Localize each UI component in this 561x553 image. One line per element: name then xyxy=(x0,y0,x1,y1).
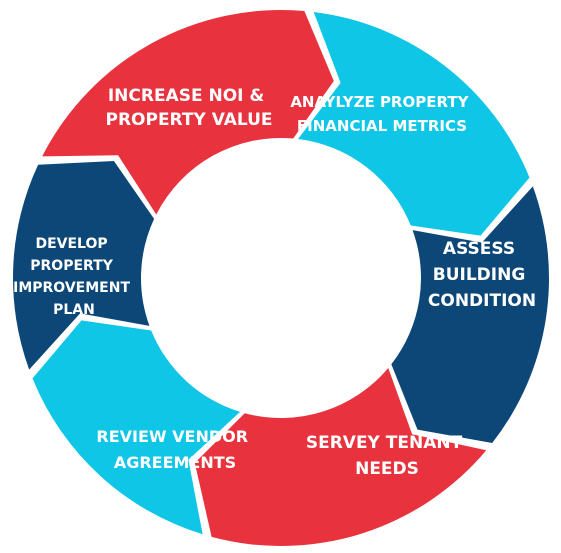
segment-arrow-review-vendor xyxy=(32,320,241,535)
label-line: INCREASE NOI & xyxy=(108,86,265,106)
segment-label-assess-building: ASSESS BUILDING CONDITION xyxy=(428,239,536,311)
segment-label-review-vendor: REVIEW VENDOR AGREEMENTS xyxy=(96,427,253,472)
segment-arrow-assess-building xyxy=(391,186,549,443)
label-line: SERVEY TENANT xyxy=(306,433,463,453)
label-line: IMPROVEMENT xyxy=(13,280,130,296)
segment-arrow-increase-noi xyxy=(42,9,334,215)
label-line: NEEDS xyxy=(355,459,419,479)
label-line: ANAYLYZE PROPERTY xyxy=(290,93,469,111)
label-line: PROPERTY VALUE xyxy=(105,110,272,130)
label-line: FINANCIAL METRICS xyxy=(297,117,467,135)
label-line: PROPERTY xyxy=(30,258,113,274)
label-line: REVIEW VENDOR xyxy=(96,427,248,446)
label-line: AGREEMENTS xyxy=(114,453,236,472)
segment-arrow-survey-tenant xyxy=(194,367,487,546)
label-line: ASSESS xyxy=(443,239,515,259)
label-line: PLAN xyxy=(53,302,95,318)
segment-arrow-analyze-metrics xyxy=(298,11,530,236)
label-line: CONDITION xyxy=(428,291,536,311)
segment-label-develop-plan: DEVELOP PROPERTY IMPROVEMENT PLAN xyxy=(13,236,135,318)
segment-label-increase-noi: INCREASE NOI & PROPERTY VALUE xyxy=(105,86,272,130)
segment-label-analyze-metrics: ANAYLYZE PROPERTY FINANCIAL METRICS xyxy=(290,93,473,135)
segment-arrow-develop-plan xyxy=(12,160,155,370)
label-line: DEVELOP xyxy=(35,236,107,252)
segment-label-survey-tenant: SERVEY TENANT NEEDS xyxy=(306,433,468,479)
label-line: BUILDING xyxy=(433,265,526,285)
